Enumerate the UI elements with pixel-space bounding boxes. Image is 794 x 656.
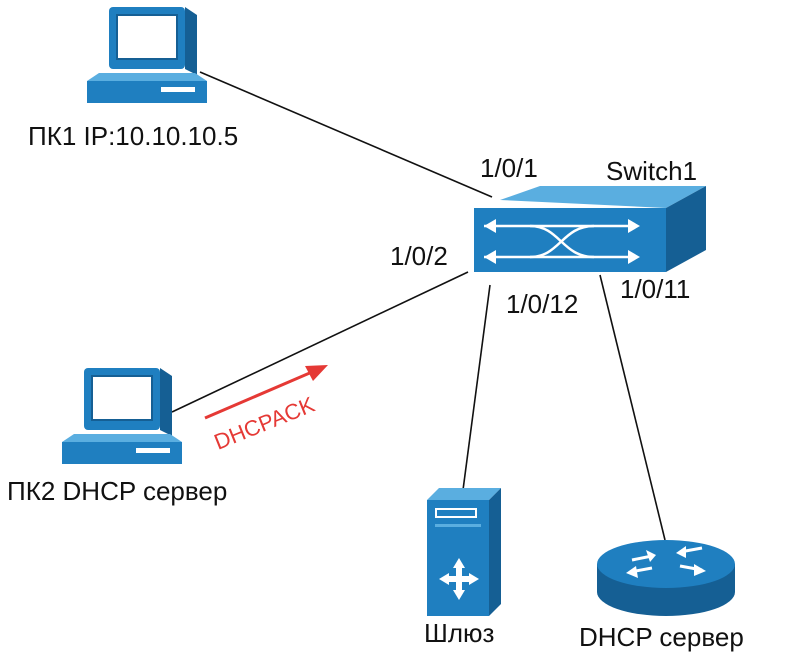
link-pc2-switch xyxy=(171,271,469,413)
link-gateway-switch xyxy=(462,284,491,491)
dhcpack-label: DHCPACK xyxy=(211,392,319,455)
dhcp-router-label: DHCP сервер xyxy=(579,622,744,652)
gateway-label: Шлюз xyxy=(424,618,494,648)
dhcp-server-router[interactable] xyxy=(597,540,735,616)
port-label-1-0-12: 1/0/12 xyxy=(506,289,578,319)
port-label-1-0-2: 1/0/2 xyxy=(390,241,448,271)
link-pc1-switch xyxy=(199,71,493,198)
gateway-server[interactable] xyxy=(427,488,501,616)
dhcpack-arrow: DHCPACK xyxy=(204,365,328,455)
pc2-label: ПК2 DHCP сервер xyxy=(7,476,227,506)
port-label-1-0-11: 1/0/11 xyxy=(620,274,690,304)
pc2-computer[interactable] xyxy=(62,368,182,464)
desktop-computer-icon xyxy=(87,7,207,103)
switch-label: Switch1 xyxy=(606,156,697,186)
switch1[interactable] xyxy=(474,186,706,272)
link-router-switch xyxy=(599,274,666,541)
pc1-label: ПК1 IP:10.10.10.5 xyxy=(28,121,238,151)
desktop-computer-icon xyxy=(62,368,182,464)
network-switch-icon xyxy=(474,186,706,272)
router-icon xyxy=(597,540,735,616)
connections xyxy=(171,71,666,541)
pc1-computer[interactable] xyxy=(87,7,207,103)
port-label-1-0-1: 1/0/1 xyxy=(480,153,538,183)
server-tower-icon xyxy=(427,488,501,616)
